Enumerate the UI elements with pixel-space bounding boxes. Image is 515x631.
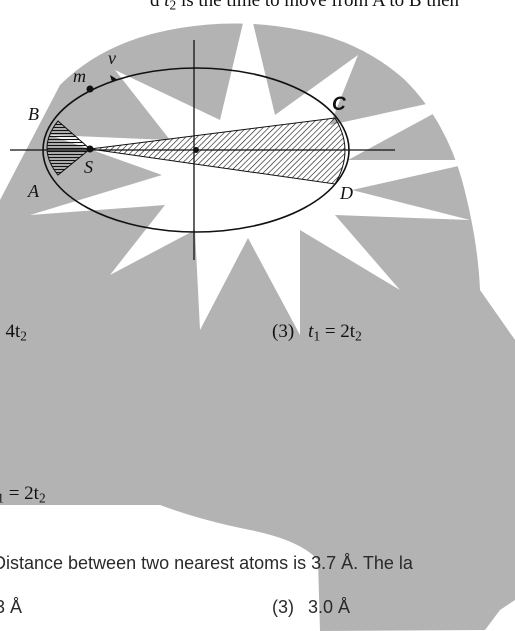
label-m: m — [73, 66, 86, 86]
label-c: C — [332, 94, 346, 115]
label-v: v — [108, 48, 116, 68]
option-4-t2-sub: 2 — [38, 490, 46, 506]
option-3-t1-sub: 1 — [313, 328, 321, 344]
option-3-eq: = 2t — [320, 321, 356, 342]
orbit-ellipse — [42, 67, 350, 233]
label-a: A — [27, 181, 40, 201]
next-question-option-2[interactable]: .3 Å — [0, 597, 23, 617]
planet-m-point — [86, 85, 94, 93]
label-b: B — [28, 104, 39, 124]
label-s: S — [84, 157, 93, 177]
option-4-eq: = 2t — [3, 483, 39, 504]
next-question-option-3[interactable]: (3) 3.0 Å — [272, 598, 350, 616]
sun-s-point — [86, 145, 94, 153]
velocity-arrow-icon — [110, 75, 118, 82]
center-point — [193, 147, 199, 153]
next-question-option-3-value: 3.0 Å — [308, 597, 351, 617]
option-4-t1-sub: 1 — [0, 490, 4, 506]
option-1-text: = 4t — [0, 321, 21, 342]
sector-ab — [46, 120, 91, 176]
label-d: D — [339, 183, 353, 203]
fragment-before: d — [150, 0, 160, 11]
t-variable: t — [164, 0, 170, 11]
option-3-number: (3) — [272, 321, 295, 342]
fragment-after: is the time to move from A to B then — [180, 0, 460, 11]
question-fragment: d t2 is the time to move from A to B the… — [150, 0, 459, 12]
option-3[interactable]: (3) t1 = 2t2 — [272, 322, 362, 343]
next-question-option-3-number: (3) — [272, 597, 294, 617]
option-1-subscript: 2 — [20, 328, 27, 344]
option-3-t1: t — [308, 321, 314, 342]
next-question-text: Distance between two nearest atoms is 3.… — [0, 553, 413, 573]
option-4[interactable]: t1 = 2t2 — [0, 484, 46, 505]
t-subscript: 2 — [169, 0, 177, 13]
option-1[interactable]: = 4t2 — [0, 322, 27, 343]
option-3-t2-sub: 2 — [355, 328, 362, 344]
